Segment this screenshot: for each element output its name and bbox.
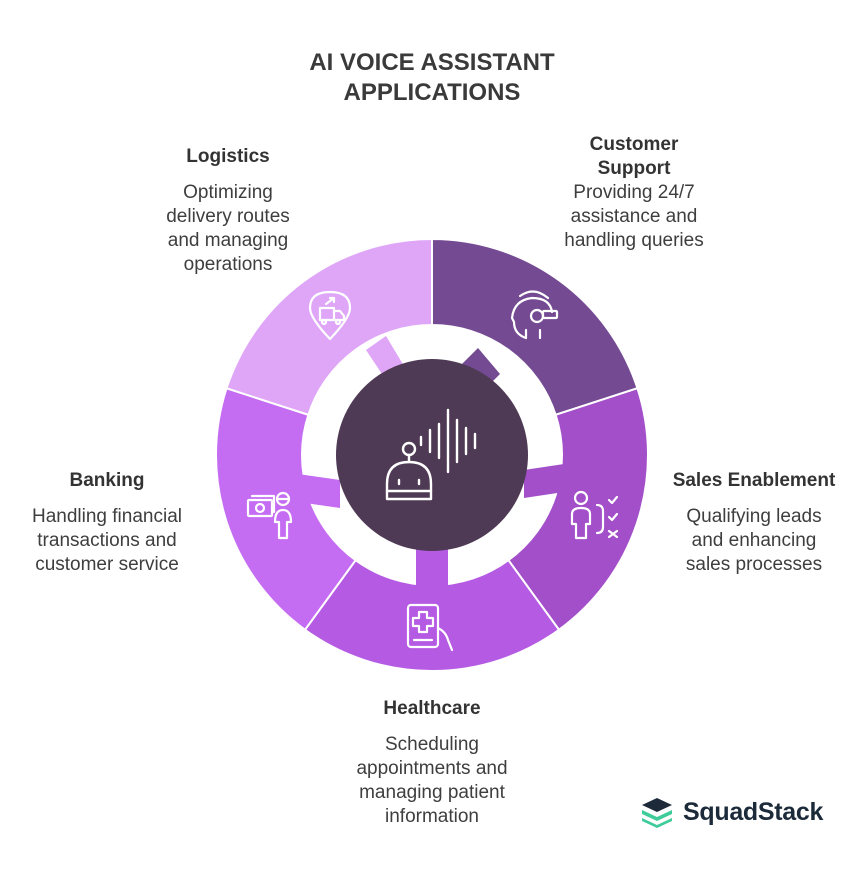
connector-sales-enablement xyxy=(524,464,564,498)
segment-customer-support xyxy=(431,237,639,417)
brand-name: SquadStack xyxy=(683,797,824,826)
block-customer-support: Customer Support Providing 24/7 assistan… xyxy=(534,133,734,253)
logistics-heading: Logistics xyxy=(186,146,270,167)
healthcare-heading: Healthcare xyxy=(383,698,481,719)
center-hub xyxy=(336,359,528,551)
banking-customer-icon xyxy=(246,491,293,540)
support-agent-headset-icon xyxy=(510,290,559,340)
segment-healthcare xyxy=(303,558,561,672)
block-banking: Banking Handling financial transactions … xyxy=(7,469,207,577)
healthcare-description: Scheduling appointments and managing pat… xyxy=(356,734,508,827)
block-healthcare: Healthcare Scheduling appointments and m… xyxy=(322,697,542,829)
brand-logo: SquadStack xyxy=(640,796,823,828)
banking-heading: Banking xyxy=(69,470,145,491)
customer-support-description: Providing 24/7 assistance and handling q… xyxy=(564,182,704,251)
connector-healthcare xyxy=(416,548,448,590)
robot-voice-icon xyxy=(385,408,477,501)
banking-description: Handling financial transactions and cust… xyxy=(32,506,182,575)
sales-enablement-heading: Sales Enablement xyxy=(672,470,836,491)
diagram-title: AI VOICE ASSISTANT APPLICATIONS xyxy=(309,49,555,106)
connector-banking xyxy=(298,474,340,508)
segment-logistics xyxy=(225,237,433,417)
segment-banking xyxy=(215,386,357,632)
block-sales-enablement: Sales Enablement Qualifying leads and en… xyxy=(654,469,854,577)
block-logistics: Logistics Optimizing delivery routes and… xyxy=(128,145,328,277)
medical-tablet-icon xyxy=(406,603,454,652)
sales-strategy-icon xyxy=(570,490,619,540)
logistics-description: Optimizing delivery routes and managing … xyxy=(166,182,290,275)
delivery-truck-location-icon xyxy=(308,290,352,341)
customer-support-heading: Customer Support xyxy=(589,134,679,179)
stack-layers-icon xyxy=(642,798,672,828)
sales-enablement-description: Qualifying leads and enhancing sales pro… xyxy=(685,506,823,575)
